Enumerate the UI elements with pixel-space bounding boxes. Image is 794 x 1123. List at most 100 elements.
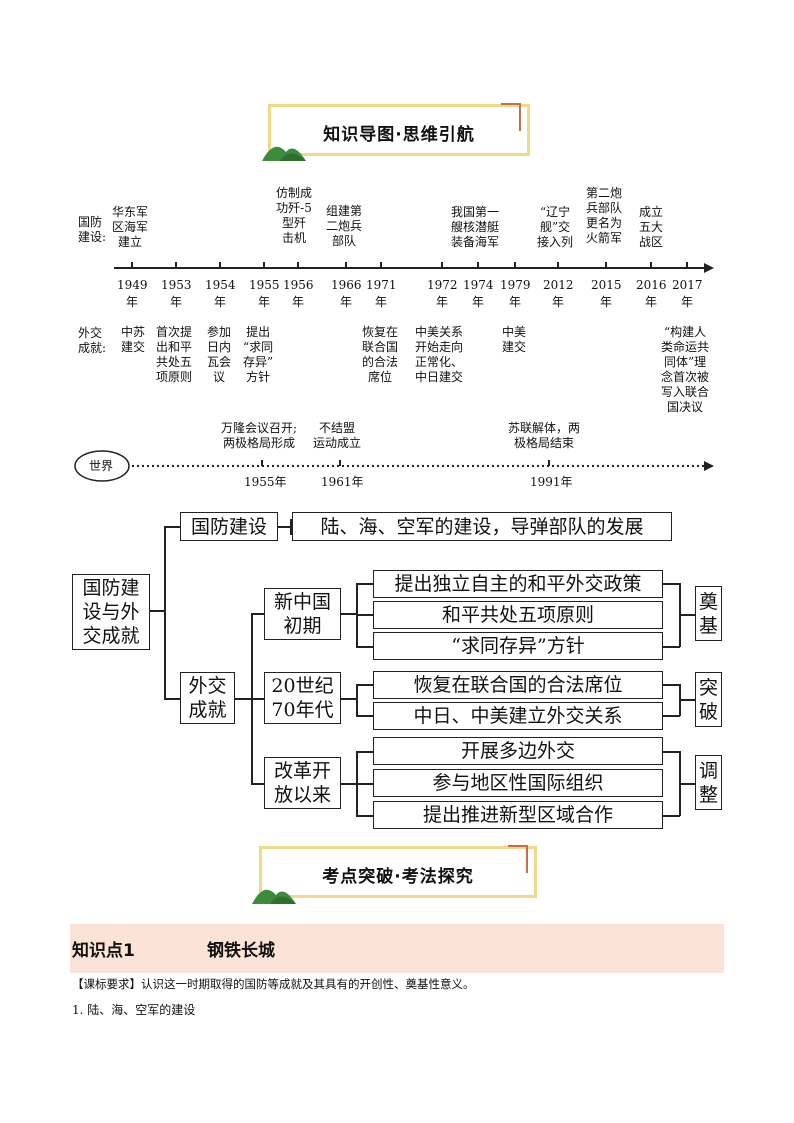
connector [356, 684, 373, 686]
connector [164, 526, 180, 528]
defense-1956: 仿制成 功歼-5 型歼 击机 [276, 186, 313, 245]
diplomacy-2017: “构建人 类命运共 同体”理 念首次被 写入联合 国决议 [661, 325, 710, 414]
connector [663, 684, 680, 686]
connector [341, 613, 357, 615]
banner-title: 知识导图·思维引航 [323, 125, 475, 145]
connector [356, 815, 373, 817]
section-title: 钢铁长城 [207, 941, 275, 961]
timeline-year-label: 2017 年 [672, 278, 703, 309]
stage-tag-3: 调 整 [695, 755, 722, 810]
timeline-year-label: 2015 年 [591, 278, 622, 309]
connector [679, 699, 695, 701]
timeline-year-label: 2012 年 [543, 278, 574, 309]
connector [356, 583, 373, 585]
world-year-1961: 1961年 [321, 475, 364, 489]
connector [251, 613, 264, 615]
banner-title: 考点突破·考法探究 [322, 867, 474, 887]
diplomacy-1955: 提出 “求同 存异” 方针 [243, 325, 274, 384]
timeline-year-label: 2016 年 [636, 278, 667, 309]
timeline-year-label: 1953 年 [161, 278, 192, 309]
policy-item: 和平共处五项原则 [373, 601, 663, 629]
policy-item: 参与地区性国际组织 [373, 769, 663, 797]
connector [679, 783, 695, 785]
connector [663, 583, 680, 585]
diplomacy-1953: 首次提 出和平 共处五 项原则 [156, 325, 193, 384]
mind-map: 国防建 设与外 交成就 国防建设 陆、海、空军的建设，导弹部队的发展 外交 成就… [72, 512, 722, 829]
banner-decoration [519, 103, 521, 131]
timeline-year-label: 1979 年 [500, 278, 531, 309]
world-year-1991: 1991年 [530, 475, 573, 489]
connector [663, 751, 680, 753]
hill-icon [252, 889, 296, 904]
world-event-1961: 不结盟 运动成立 [313, 421, 362, 450]
connector [278, 526, 290, 528]
banner-decoration [526, 845, 528, 873]
section-number: 知识点1 [72, 941, 135, 961]
policy-item: “求同存异”方针 [373, 632, 663, 660]
diplomacy-1979: 中美 建交 [502, 325, 527, 354]
connector [663, 646, 680, 648]
connector [356, 715, 373, 717]
banner-decoration [501, 103, 521, 105]
banner-decoration [508, 845, 528, 847]
connector [356, 646, 373, 648]
policy-item: 提出独立自主的和平外交政策 [373, 570, 663, 598]
defense-1966: 组建第 二炮兵 部队 [326, 204, 363, 248]
connector [356, 684, 358, 715]
world-label: 世界 [89, 459, 114, 473]
policy-item: 恢复在联合国的合法席位 [373, 671, 663, 699]
connector [679, 614, 695, 616]
policy-item: 开展多边外交 [373, 737, 663, 765]
policy-item: 中日、中美建立外交关系 [373, 702, 663, 730]
timeline-year-label: 1971 年 [366, 278, 397, 309]
defense-2012: “辽宁 舰”交 接入列 [537, 205, 574, 249]
curriculum-requirement: 【课标要求】认识这一时期取得的国防等成就及其具有的开创性、奠基性意义。 [72, 977, 475, 991]
connector [235, 698, 252, 700]
connector [251, 783, 264, 785]
timeline-axis [74, 262, 714, 482]
diplomacy-row-label: 外交 成就: [78, 326, 107, 355]
policy-item: 提出推进新型区域合作 [373, 801, 663, 829]
timeline-year-label: 1974 年 [463, 278, 494, 309]
defense-2015: 第二炮 兵部队 更名为 火箭军 [586, 186, 623, 245]
world-event-1955: 万隆会议召开; 两极格局形成 [221, 421, 298, 450]
connector [356, 614, 373, 616]
connector [150, 610, 165, 612]
connector [356, 783, 373, 785]
diplomacy-1972: 中美关系 开始走向 正常化、 中日建交 [415, 325, 464, 384]
connector [251, 698, 264, 700]
exam-banner: 考点突破·考法探究 [259, 845, 537, 898]
timeline-year-label: 1972 年 [427, 278, 458, 309]
timeline-year-label: 1954 年 [205, 278, 236, 309]
timeline-year-label: 1966 年 [331, 278, 362, 309]
timeline-year-label: 1949 年 [117, 278, 148, 309]
connector [663, 715, 680, 717]
world-year-1955: 1955年 [244, 475, 287, 489]
diplomacy-1949: 中苏 建交 [121, 325, 146, 354]
world-event-1991: 苏联解体，两 极格局结束 [508, 421, 581, 450]
period-node-3: 改革开 放以来 [264, 757, 341, 809]
defense-2016: 成立 五大 战区 [639, 205, 664, 249]
diplomacy-1954: 参加 日内 瓦会 议 [207, 325, 232, 384]
defense-node: 国防建设 [180, 512, 278, 541]
connector [663, 815, 680, 817]
connector [341, 698, 357, 700]
timeline-year-label: 1955 年 [249, 278, 280, 309]
period-node-2: 20世纪 70年代 [264, 672, 341, 724]
stage-tag-2: 突 破 [695, 672, 722, 727]
diplomacy-node: 外交 成就 [180, 672, 235, 724]
connector [341, 783, 357, 785]
section-header: 知识点1 钢铁长城 [70, 924, 724, 973]
connector [164, 698, 180, 700]
stage-tag-1: 奠 基 [695, 586, 722, 641]
diplomacy-1971: 恢复在 联合国 的合法 席位 [362, 325, 399, 384]
defense-1949: 华东军 区海军 建立 [112, 205, 149, 249]
connector [290, 519, 292, 535]
hill-icon [262, 146, 306, 161]
defense-detail-node: 陆、海、空军的建设，导弹部队的发展 [292, 512, 672, 541]
defense-1974: 我国第一 艘核潜艇 装备海军 [451, 205, 500, 249]
subheading: 1. 陆、海、空军的建设 [72, 1003, 196, 1017]
mindmap-banner: 知识导图·思维引航 [268, 103, 530, 156]
connector [356, 751, 373, 753]
